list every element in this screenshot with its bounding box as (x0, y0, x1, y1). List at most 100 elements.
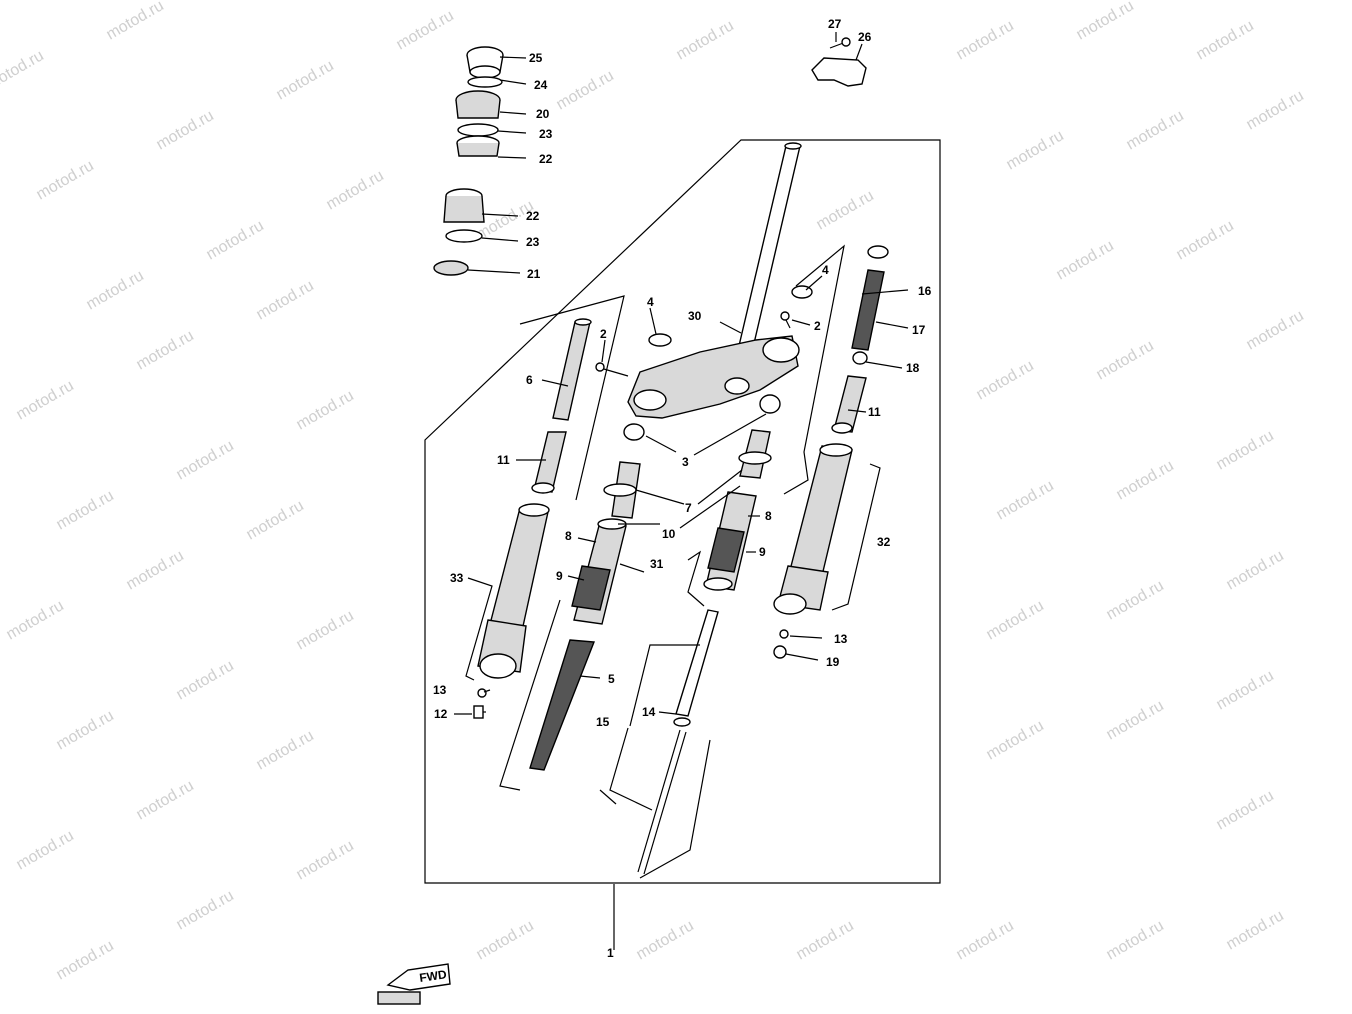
watermark: motod.ru (54, 707, 117, 753)
callout-24: 24 (534, 78, 548, 92)
watermark: motod.ru (14, 827, 77, 873)
callout-8: 8 (765, 509, 772, 523)
callout-14: 14 (642, 705, 656, 719)
watermark: motod.ru (1194, 17, 1257, 63)
watermark: motod.ru (104, 0, 167, 43)
leader-lines (454, 32, 909, 950)
callout-8: 8 (565, 529, 572, 543)
callout-33: 33 (450, 571, 464, 585)
group-brackets (465, 244, 881, 879)
watermark: motod.ru (244, 497, 307, 543)
watermark: motod.ru (1214, 787, 1277, 833)
watermark: motod.ru (1114, 457, 1177, 503)
watermark: motod.ru (394, 7, 457, 53)
watermark: motod.ru (1224, 907, 1287, 953)
callout-13: 13 (834, 632, 848, 646)
center-damper-rod (637, 609, 719, 875)
watermark: motod.ru (124, 547, 187, 593)
callout-5: 5 (608, 672, 615, 686)
watermark: motod.ru (1244, 307, 1307, 353)
watermark: motod.ru (294, 837, 357, 883)
watermark: motod.ru (294, 607, 357, 653)
callout-23: 23 (526, 235, 540, 249)
watermark: motod.ru (954, 17, 1017, 63)
watermark: motod.ru (34, 157, 97, 203)
callout-12: 12 (434, 707, 448, 721)
callout-11: 11 (497, 453, 510, 467)
callout-1: 1 (607, 946, 614, 960)
fwd-arrow-icon: FWD (377, 963, 451, 1005)
watermark: motod.ru (254, 277, 317, 323)
callout-4: 4 (647, 295, 654, 309)
watermark: motod.ru (54, 487, 117, 533)
callout-27: 27 (828, 17, 842, 31)
watermark: motod.ru (134, 777, 197, 823)
callout-6: 6 (526, 373, 533, 387)
steering-stem (595, 142, 813, 419)
callout-2: 2 (600, 327, 607, 341)
watermark: motod.ru (174, 437, 237, 483)
callout-22: 22 (539, 152, 553, 166)
watermark: motod.ru (634, 917, 697, 963)
callout-31: 31 (650, 557, 664, 571)
watermark: motod.ru (174, 887, 237, 933)
callout-11: 11 (868, 405, 881, 419)
watermark: motod.ru (1214, 427, 1277, 473)
bracket-parts (811, 37, 867, 87)
watermark: motod.ru (1104, 577, 1167, 623)
watermark: motod.ru (1054, 237, 1117, 283)
watermark: motod.ru (554, 67, 617, 113)
watermark: motod.ru (954, 917, 1017, 963)
callout-20: 20 (536, 107, 550, 121)
watermark: motod.ru (0, 47, 47, 93)
right-fork-leg (773, 245, 889, 659)
watermark: motod.ru (794, 917, 857, 963)
watermark: motod.ru (1214, 667, 1277, 713)
watermark: motod.ru (84, 267, 147, 313)
watermark: motod.ru (54, 937, 117, 983)
callout-18: 18 (906, 361, 920, 375)
callout-15: 15 (596, 715, 610, 729)
callout-10: 10 (662, 527, 676, 541)
watermark: motod.ru (274, 57, 337, 103)
watermark: motod.ru (984, 717, 1047, 763)
callout-25: 25 (529, 51, 543, 65)
watermark: motod.ru (474, 917, 537, 963)
watermark: motod.ru (1244, 87, 1307, 133)
watermark: motod.ru (1224, 547, 1287, 593)
callout-4: 4 (822, 263, 829, 277)
callout-19: 19 (826, 655, 840, 669)
watermark: motod.ru (254, 727, 317, 773)
watermark: motod.ru (324, 167, 387, 213)
watermark: motod.ru (134, 327, 197, 373)
callout-3: 3 (682, 455, 689, 469)
right-inner-tube (703, 394, 781, 591)
watermark: motod.ru (4, 597, 67, 643)
callout-32: 32 (877, 535, 891, 549)
callout-2: 2 (814, 319, 821, 333)
watermark: motod.ru (814, 187, 877, 233)
callout-13: 13 (433, 683, 447, 697)
watermark: motod.ru (14, 377, 77, 423)
watermark: motod.ru (1004, 127, 1067, 173)
watermark: motod.ru (1174, 217, 1237, 263)
watermark: motod.ru (154, 107, 217, 153)
watermark: motod.ru (674, 17, 737, 63)
callout-30: 30 (688, 309, 702, 323)
watermark: motod.ru (994, 477, 1057, 523)
watermark: motod.ru (1104, 917, 1167, 963)
watermark-layer: motod.ru motod.ru motod.ru motod.ru moto… (0, 0, 1307, 983)
watermark: motod.ru (1124, 107, 1187, 153)
callout-16: 16 (918, 284, 932, 298)
fwd-label: FWD (418, 967, 447, 985)
callout-7: 7 (685, 501, 692, 515)
watermark: motod.ru (1074, 0, 1137, 43)
watermark: motod.ru (974, 357, 1037, 403)
callout-9: 9 (556, 569, 563, 583)
callout-23: 23 (539, 127, 553, 141)
watermark: motod.ru (204, 217, 267, 263)
watermark: motod.ru (174, 657, 237, 703)
watermark: motod.ru (984, 597, 1047, 643)
callout-21: 21 (527, 267, 541, 281)
